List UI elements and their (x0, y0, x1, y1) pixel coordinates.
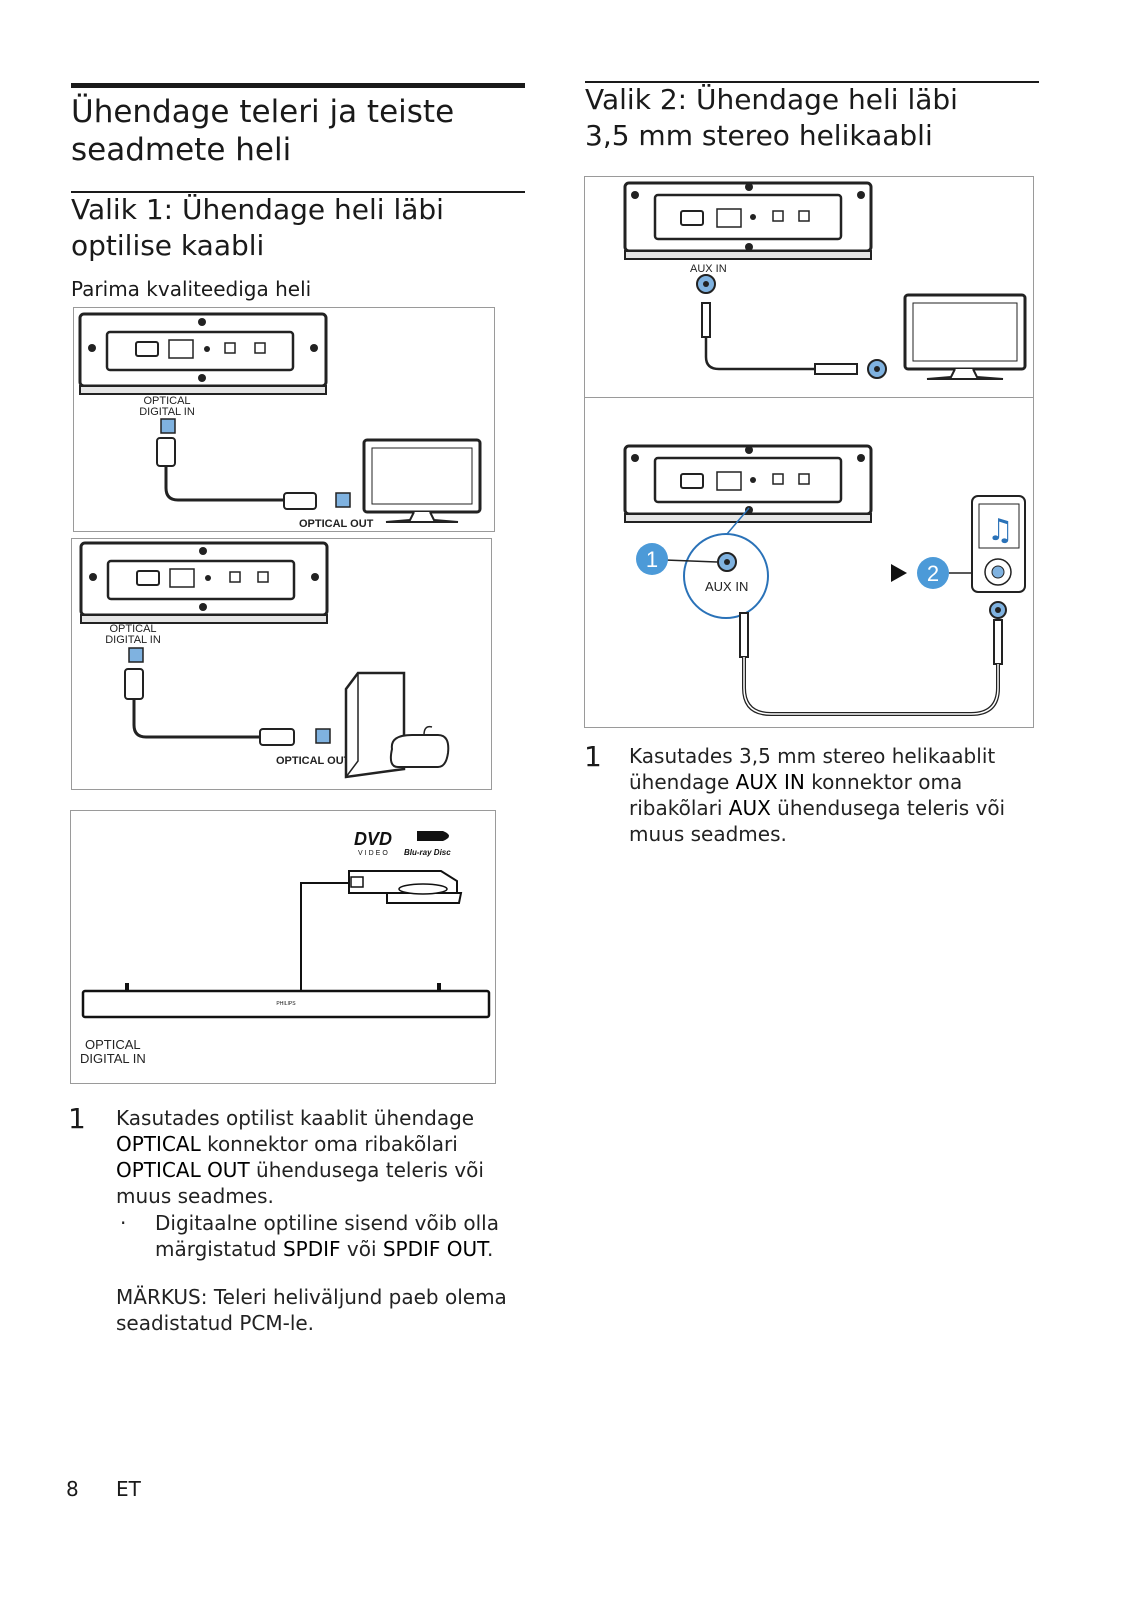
keyword: OPTICAL OUT (116, 1158, 250, 1182)
keyword: SPDIF (282, 1237, 341, 1261)
aux-callout-circle (683, 533, 769, 619)
keyword: OPTICAL (116, 1132, 201, 1156)
section-heading: Ühendage teleri ja teiste seadmete heli (71, 94, 455, 168)
dvd-video-label: VIDEO (358, 850, 390, 857)
note-text: MÄRKUS: Teleri heliväljund paeb olema se… (116, 1285, 507, 1335)
top-rule-left (71, 83, 525, 88)
step-callout-2 (917, 557, 949, 589)
keyword: AUX IN (735, 770, 805, 794)
quality-subheading: Parima kvaliteediga heli (71, 277, 312, 301)
step-number: 1 (584, 740, 602, 773)
bullet-marker: · (120, 1211, 127, 1235)
step-line: muus seadmes. (116, 1184, 274, 1208)
soundbar-icon (81, 989, 491, 1019)
option1-rule (71, 191, 525, 193)
option2-rule (585, 81, 1039, 83)
arrow-icon (891, 564, 907, 582)
page-number: 8 (66, 1477, 79, 1501)
keyword: SPDIF OUT (382, 1237, 487, 1261)
svg-text:1: 1 (646, 547, 658, 572)
step-instructions: Kasutades 3,5 mm stereo helikaablit ühen… (629, 744, 1006, 846)
svg-text:2: 2 (927, 561, 939, 586)
bullet-text: Digitaalne optiline sisend võib olla mär… (155, 1211, 499, 1261)
optical-out-label: OPTICAL OUT (299, 518, 374, 530)
keyword: AUX (728, 796, 771, 820)
step-callout-1 (636, 543, 668, 575)
aux-tv-diagram: AUX IN (623, 181, 1027, 380)
aux-player-diagram: AUX IN 1 2 ♫ (623, 444, 1026, 716)
option2-title: Valik 2: Ühendage heli läbi 3,5 mm stere… (585, 83, 958, 152)
music-note-icon: ♫ (987, 513, 1014, 548)
option1-title: Valik 1: Ühendage heli läbi optilise kaa… (71, 193, 444, 262)
soundbar-brand: PHILIPS (276, 1001, 296, 1007)
step-instructions: Kasutades optilist kaablit ühendage OPTI… (116, 1105, 516, 1209)
figure-aux-tv: AUX IN (584, 176, 1034, 399)
bluray-logo: Blu-ray Disc (404, 848, 451, 857)
step-line: Kasutades optilist kaablit ühendage (116, 1106, 475, 1130)
language-code: ET (116, 1477, 141, 1501)
step-line: OPTICAL konnektor oma ribakõlari (116, 1132, 458, 1156)
aux-port-label: AUX IN (705, 579, 748, 594)
step-number: 1 (68, 1102, 86, 1135)
figure-aux-player: AUX IN 1 2 ♫ (584, 397, 1034, 728)
aux-port-label: AUX IN (690, 263, 727, 275)
optical-out-label: OPTICAL OUT (276, 755, 351, 767)
dvd-logo: DVD (354, 829, 392, 849)
bluray-logo-icon (417, 831, 449, 841)
step-line: OPTICAL OUT ühendusega teleris või (116, 1158, 484, 1182)
